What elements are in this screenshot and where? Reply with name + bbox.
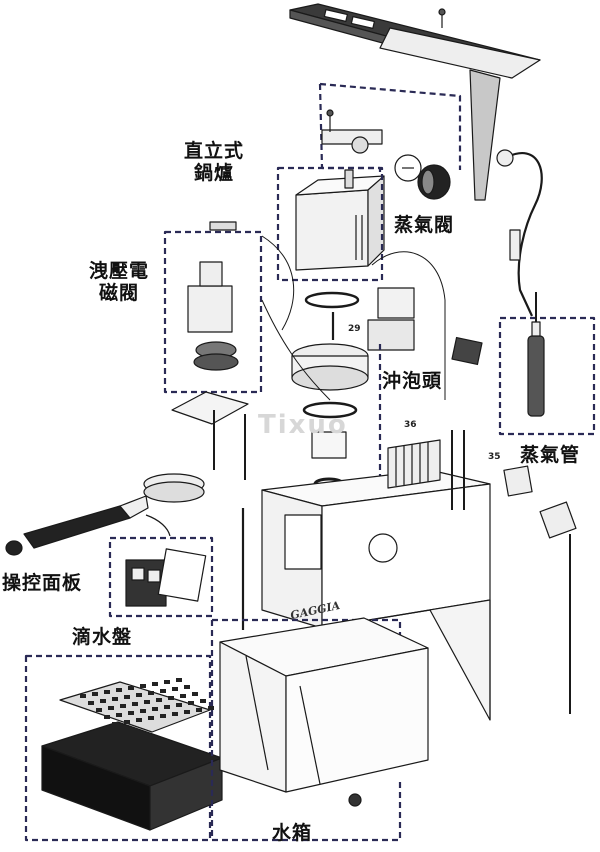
grate-hole [144, 700, 150, 704]
grate-hole [148, 716, 154, 720]
grate-hole [184, 710, 190, 714]
grate-hole [80, 694, 86, 698]
grate-hole [200, 699, 206, 703]
grate-hole [196, 708, 202, 712]
top-cover [289, 3, 541, 201]
grate-hole [140, 684, 146, 688]
grate-hole [128, 686, 134, 690]
grate-hole [152, 682, 158, 686]
grate-hole [100, 699, 106, 703]
callout-36: 36 [404, 420, 417, 430]
callout-35: 35 [488, 452, 501, 462]
grate-hole [96, 708, 102, 712]
callout-29: 29 [348, 324, 361, 334]
grate-hole [124, 720, 130, 724]
label-control-panel: 操控面板 [2, 572, 83, 594]
grate-hole [176, 703, 182, 707]
label-steam-valve: 蒸氣閥 [394, 214, 455, 236]
grate-hole [152, 707, 158, 711]
group-head [291, 343, 369, 491]
label-steam-wand: 蒸氣管 [520, 444, 581, 466]
label-boiler: 直立式鍋爐 [183, 140, 244, 184]
grate-hole [104, 690, 110, 694]
grate-hole [120, 704, 126, 708]
label-solenoid-valve: 洩壓電磁閥 [88, 260, 149, 304]
switch-panel [125, 548, 207, 607]
watermark: Tixuo [258, 410, 348, 440]
grate-hole [164, 680, 170, 684]
steam-valve-parts [321, 109, 451, 200]
label-drip-tray: 滴水盤 [72, 626, 133, 648]
heat-sink [387, 439, 441, 489]
grate-hole [168, 696, 174, 700]
grate-hole [128, 711, 134, 715]
grate-hole [136, 693, 142, 697]
label-brew-head: 沖泡頭 [382, 370, 443, 392]
grate-hole [92, 692, 98, 696]
grate-hole [124, 695, 130, 699]
grate-hole [88, 701, 94, 705]
grate-hole [160, 714, 166, 718]
grate-hole [116, 713, 122, 717]
grate-hole [112, 697, 118, 701]
boiler-shape [295, 169, 385, 271]
grate-hole [176, 678, 182, 682]
grate-hole [112, 722, 118, 726]
grate-hole [160, 689, 166, 693]
grate-hole [180, 694, 186, 698]
grate-hole [208, 706, 214, 710]
valve-block [367, 287, 483, 366]
steam-wand-parts [527, 292, 545, 417]
grate-hole [156, 698, 162, 702]
water-tank-shape [219, 617, 429, 807]
grate-hole [132, 702, 138, 706]
pump [187, 221, 239, 371]
grate-hole [188, 701, 194, 705]
grate-hole [172, 687, 178, 691]
grate-hole [164, 705, 170, 709]
grate-hole [140, 709, 146, 713]
portafilter [5, 473, 205, 556]
grate-hole [184, 685, 190, 689]
grate-hole [136, 718, 142, 722]
grate-hole [108, 706, 114, 710]
label-water-tank: 水箱 [272, 822, 313, 844]
grate-hole [148, 691, 154, 695]
grate-hole [104, 715, 110, 719]
grate-hole [116, 688, 122, 692]
grate-hole [192, 692, 198, 696]
drip-tray-grate-holes [80, 678, 214, 726]
grate-hole [172, 712, 178, 716]
